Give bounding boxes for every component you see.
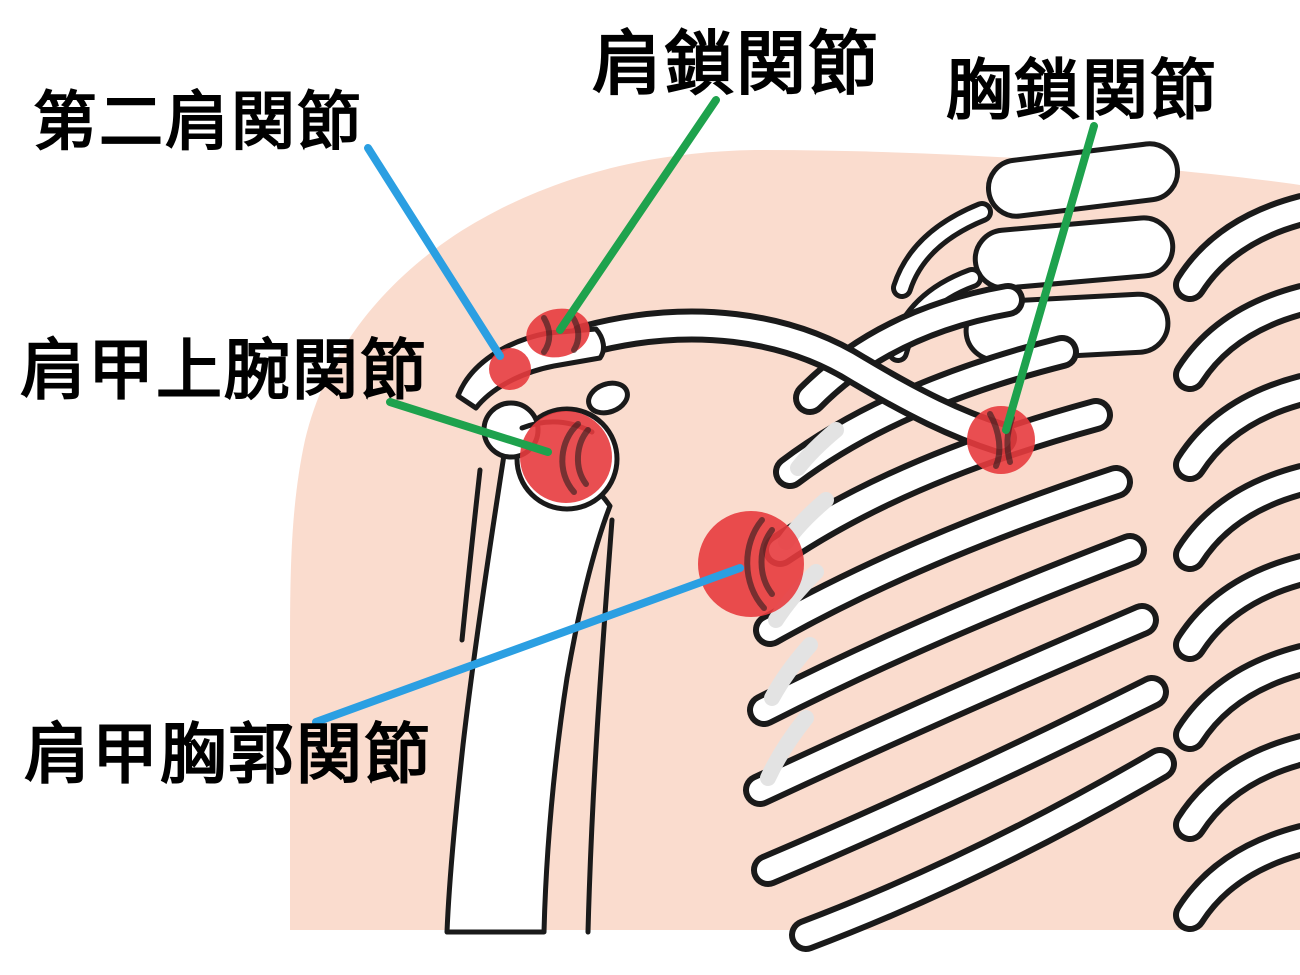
label-scapulothoracic-joint: 肩甲胸郭関節 bbox=[24, 716, 432, 793]
spine-vertebra bbox=[985, 141, 1181, 219]
far-rib-stubs bbox=[1173, 193, 1300, 932]
glenohumeral-joint-marker bbox=[520, 411, 612, 503]
leader-line-acromioclavicular bbox=[556, 96, 720, 334]
coracoid-bone bbox=[586, 380, 630, 416]
leader-lines bbox=[312, 96, 1098, 726]
leader-line-glenohumeral bbox=[386, 398, 552, 456]
label-acromioclavicular-joint: 肩鎖関節 bbox=[592, 23, 880, 105]
leader-line-scapulothoracic bbox=[312, 564, 744, 726]
label-glenohumeral-joint: 肩甲上腕関節 bbox=[20, 332, 428, 409]
spine-vertebra bbox=[972, 215, 1176, 291]
costal-cartilage bbox=[760, 422, 844, 786]
clavicle-bone bbox=[568, 308, 1017, 455]
leader-line-sternoclavicular bbox=[1002, 122, 1098, 434]
scapulothoracic-joint-marker bbox=[698, 511, 804, 617]
label-sternoclavicular-joint: 胸鎖関節 bbox=[946, 52, 1218, 129]
leader-line-second-shoulder bbox=[364, 144, 504, 360]
arm-contour-line bbox=[585, 517, 615, 935]
label-second-shoulder-joint: 第二肩関節 bbox=[33, 86, 363, 160]
